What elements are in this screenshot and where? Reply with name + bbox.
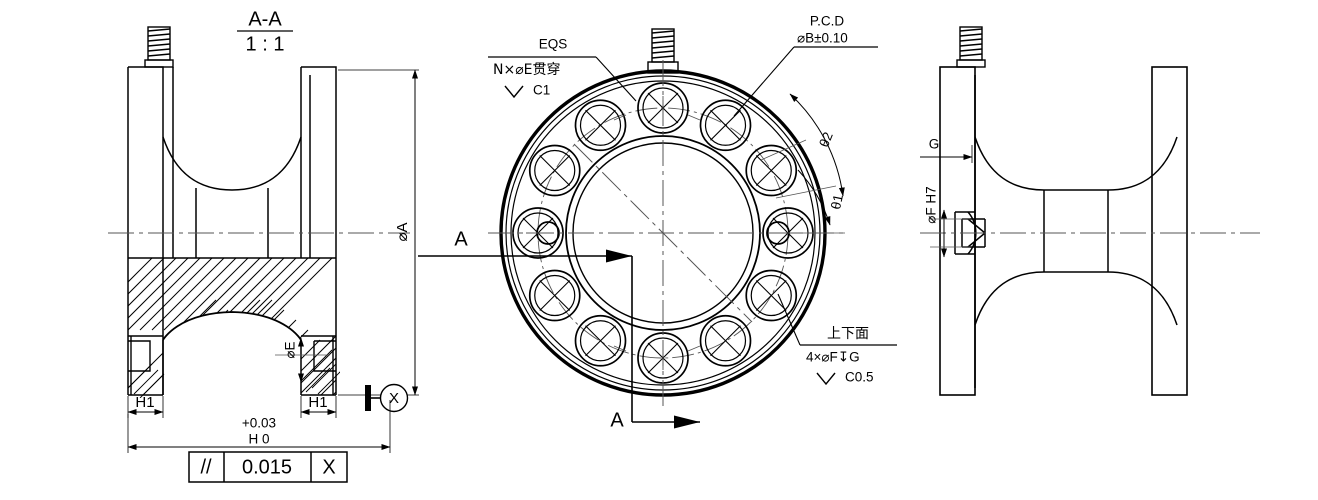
note-holes-callout: EQS N×⌀E贯穿 C1 bbox=[488, 37, 637, 102]
angle-theta2-text: θ2 bbox=[816, 130, 836, 150]
gdt-symbol-text: // bbox=[200, 456, 212, 478]
note-small-holes-text: 4×⌀F↧G bbox=[806, 350, 860, 365]
right-side-view: G ⌀F H7 bbox=[920, 26, 1260, 396]
gdt-tolerance-text: 0.015 bbox=[242, 456, 292, 478]
section-view-a-a: A-A 1 : 1 bbox=[108, 8, 419, 483]
bolt-hole bbox=[528, 144, 581, 197]
note-chamfer-c05-text: C0.5 bbox=[845, 370, 874, 385]
side-left-flange bbox=[939, 66, 976, 396]
dim-h1-right-text: H1 bbox=[308, 394, 327, 411]
angular-dimensions: θ2 θ1 bbox=[760, 93, 846, 234]
dim-g: G bbox=[920, 137, 973, 163]
note-pcd-label-text: P.C.D bbox=[810, 14, 845, 29]
bolt-hole bbox=[574, 314, 627, 367]
note-holes-text: N×⌀E贯穿 bbox=[493, 62, 560, 78]
note-faces-text: 上下面 bbox=[827, 326, 869, 342]
datum-symbol-text: X bbox=[389, 390, 399, 407]
section-arrow-top: A bbox=[418, 228, 633, 300]
note-pcd-callout: P.C.D ⌀B±0.10 bbox=[733, 14, 878, 117]
front-circular-view: EQS N×⌀E贯穿 C1 P.C.D ⌀B±0.10 上下面 4×⌀F↧G C… bbox=[418, 14, 897, 431]
section-arrow-bottom: A bbox=[610, 300, 700, 431]
note-chamfer-c1-text: C1 bbox=[533, 83, 550, 98]
dim-bore-f-h7: ⌀F H7 bbox=[924, 186, 970, 258]
side-right-flange bbox=[1151, 66, 1188, 396]
bolt-hole bbox=[699, 314, 752, 367]
section-scale: 1 : 1 bbox=[246, 33, 285, 55]
gdt-datum-text: X bbox=[322, 456, 335, 478]
threaded-stud-section bbox=[144, 26, 174, 68]
bolt-hole bbox=[528, 269, 581, 322]
dim-h1-left-text: H1 bbox=[135, 394, 154, 411]
dim-h-value-text: H 0 bbox=[248, 432, 269, 447]
section-arrow-top-label: A bbox=[454, 228, 468, 250]
dim-h-overall: +0.03 H 0 bbox=[127, 400, 391, 453]
dim-diameter-a-text: ⌀A bbox=[394, 222, 411, 241]
side-hub-profile bbox=[974, 136, 1178, 326]
flange-lip-hatching bbox=[128, 363, 340, 398]
bolt-hole bbox=[574, 99, 627, 152]
angle-theta1-arc bbox=[797, 169, 831, 226]
dim-h1-right: H1 bbox=[300, 394, 337, 418]
note-small-holes-callout: 上下面 4×⌀F↧G C0.5 bbox=[777, 293, 897, 386]
chamfer-glyph-c1-icon bbox=[504, 85, 524, 99]
dim-bore-f-h7-text: ⌀F H7 bbox=[924, 186, 939, 223]
feature-control-frame: // 0.015 X bbox=[188, 451, 348, 483]
section-arrow-bottom-label: A bbox=[610, 409, 624, 431]
dim-h-tolerance-text: +0.03 bbox=[242, 416, 276, 431]
dim-h1-left: H1 bbox=[127, 394, 164, 418]
note-eqs-text: EQS bbox=[539, 37, 568, 52]
threaded-stud-side bbox=[956, 26, 986, 68]
flange-lip-detail bbox=[128, 335, 336, 395]
bolt-hole bbox=[745, 269, 798, 322]
note-pcd-value-text: ⌀B±0.10 bbox=[797, 31, 848, 46]
dim-diameter-e: ⌀E bbox=[275, 337, 330, 383]
datum-feature-x: X bbox=[365, 383, 409, 413]
bolt-hole bbox=[699, 99, 752, 152]
section-body-outline bbox=[127, 66, 337, 396]
bolt-pattern-links bbox=[613, 114, 701, 352]
dim-diameter-e-text: ⌀E bbox=[283, 341, 298, 358]
dim-g-text: G bbox=[929, 137, 940, 152]
angle-theta2-arc bbox=[789, 93, 845, 197]
section-title: A-A bbox=[248, 8, 282, 30]
bolt-hole-group bbox=[512, 82, 814, 384]
angle-theta1-text: θ1 bbox=[828, 193, 846, 211]
front-centerline-diag bbox=[573, 143, 753, 323]
chamfer-glyph-c05-icon bbox=[816, 372, 836, 386]
bolt-hole bbox=[745, 144, 798, 197]
